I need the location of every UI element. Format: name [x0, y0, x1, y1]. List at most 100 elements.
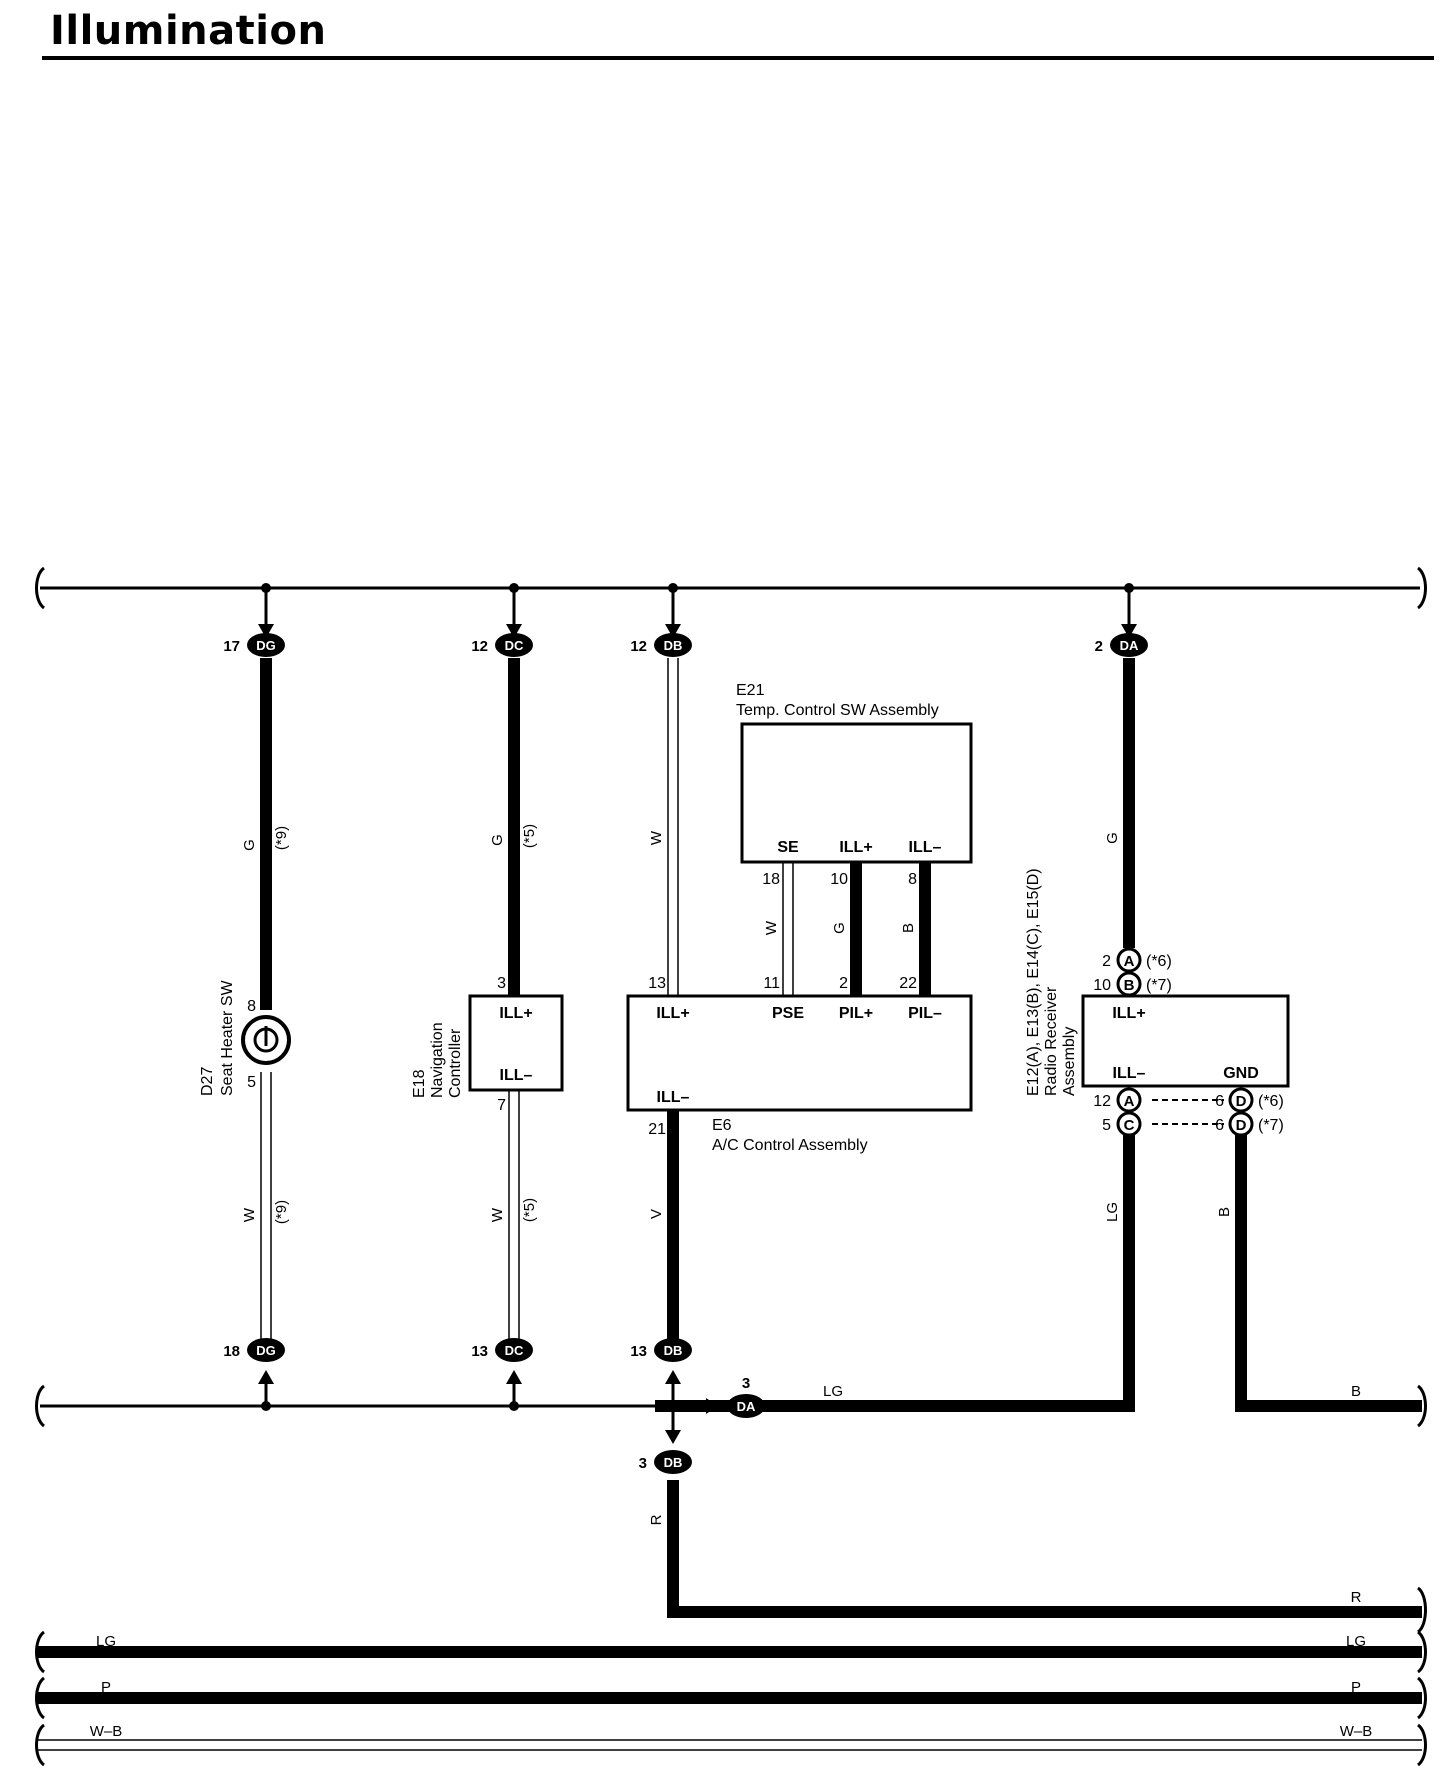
bus-p-label-right: P — [1351, 1679, 1361, 1696]
svg-text:D: D — [1236, 1093, 1247, 1110]
pin-d27-bottom: 5 — [247, 1074, 256, 1091]
e21-term-ill-plus: ILL+ — [839, 839, 872, 856]
note-d27-top: (*9) — [273, 826, 290, 850]
top-bus — [35, 566, 1427, 610]
radio-name-line1: Radio Receiver — [1043, 986, 1060, 1096]
svg-text:6: 6 — [1215, 1117, 1224, 1134]
wire-color-lg-horizontal: LG — [823, 1383, 843, 1400]
radio-connector-d-2: 6 D (*7) — [1215, 1111, 1284, 1137]
pin-e18-bottom: 7 — [497, 1097, 506, 1114]
bus-wb-label-right: W–B — [1340, 1723, 1373, 1740]
junction-dg-top: 17 DG — [223, 633, 285, 657]
svg-text:DB: DB — [664, 1343, 683, 1358]
svg-text:6: 6 — [1215, 1093, 1224, 1110]
svg-text:13: 13 — [471, 1343, 488, 1360]
wire-color-e21-ill-minus: B — [900, 923, 917, 933]
svg-text:18: 18 — [223, 1343, 240, 1360]
wire-color-e18-top: G — [489, 834, 506, 846]
radio-connector-d-1: 6 D (*6) — [1215, 1087, 1284, 1113]
e6-term-pse: PSE — [772, 1005, 804, 1022]
radio-box — [1081, 994, 1290, 1088]
pin-e6-ill-minus: 21 — [648, 1121, 666, 1138]
e6-term-ill-minus: ILL– — [657, 1089, 690, 1106]
bus-p-label-left: P — [101, 1679, 111, 1696]
wire-color-r-horizontal: R — [1351, 1589, 1362, 1606]
junction-da-middle: 3 DA — [706, 1375, 765, 1418]
svg-text:DA: DA — [737, 1399, 756, 1414]
pin-d27-top: 8 — [247, 998, 256, 1015]
wire-color-d27-top: G — [241, 839, 258, 851]
svg-text:A: A — [1124, 1093, 1135, 1110]
note-e18-top: (*5) — [521, 824, 538, 848]
svg-text:5: 5 — [1102, 1117, 1111, 1134]
pin-e6-pse: 11 — [763, 975, 780, 992]
radio-column — [655, 588, 1427, 1428]
pin-e18-top: 3 — [497, 975, 506, 992]
radio-connector-a-bottom: 12 A — [1093, 1087, 1142, 1113]
page-title: Illumination — [50, 8, 327, 54]
e21-box — [740, 722, 973, 864]
svg-text:3: 3 — [742, 1375, 750, 1392]
pin-e6-ill-plus: 13 — [648, 975, 666, 992]
svg-text:13: 13 — [630, 1343, 647, 1360]
wire-color-radio-gnd: B — [1216, 1207, 1233, 1217]
svg-text:A: A — [1124, 953, 1135, 970]
note-e18-bottom: (*5) — [521, 1198, 538, 1222]
svg-text:DG: DG — [256, 1343, 276, 1358]
bus-wb-label-left: W–B — [90, 1723, 123, 1740]
pin-e21-ill-minus: 8 — [908, 871, 917, 888]
wire-color-radio-top: G — [1104, 832, 1121, 844]
pin-e21-se: 18 — [762, 871, 780, 888]
svg-text:DC: DC — [505, 638, 524, 653]
wire-color-e6-top: W — [648, 830, 665, 845]
bottom-buses — [35, 1630, 1427, 1767]
svg-text:C: C — [1124, 1117, 1135, 1134]
radio-name-line2: Assembly — [1061, 1027, 1078, 1096]
svg-text:B: B — [1124, 977, 1135, 994]
junction-da-top: 2 DA — [1095, 633, 1148, 657]
junction-db-bottom: 13 DB — [630, 1338, 692, 1362]
svg-text:12: 12 — [630, 638, 647, 655]
e21-term-ill-minus: ILL– — [909, 839, 942, 856]
radio-connector-b-top: 10 B (*7) — [1093, 971, 1172, 997]
d27-name: Seat Heater SW — [219, 980, 236, 1097]
wire-color-d27-bottom: W — [241, 1207, 258, 1222]
e6-id: E6 — [712, 1117, 732, 1134]
e18-column — [468, 588, 564, 1406]
svg-text:DB: DB — [664, 638, 683, 653]
svg-text:(*6): (*6) — [1146, 953, 1172, 970]
wire-color-e6-bottom: V — [648, 1209, 665, 1219]
e21-term-se: SE — [777, 839, 799, 856]
svg-text:17: 17 — [223, 638, 240, 655]
svg-text:D: D — [1236, 1117, 1247, 1134]
svg-text:DG: DG — [256, 638, 276, 653]
svg-text:12: 12 — [1093, 1093, 1111, 1110]
e6-term-ill-plus: ILL+ — [656, 1005, 689, 1022]
radio-term-ill-plus: ILL+ — [1112, 1005, 1145, 1022]
e6-column — [626, 588, 1427, 1634]
e6-box — [626, 994, 973, 1112]
svg-text:(*7): (*7) — [1146, 977, 1172, 994]
junction-db-3: 3 DB — [639, 1450, 692, 1474]
radio-term-ill-minus: ILL– — [1113, 1065, 1146, 1082]
e18-box — [468, 994, 564, 1092]
radio-term-gnd: GND — [1223, 1065, 1259, 1082]
e6-name: A/C Control Assembly — [712, 1137, 868, 1154]
svg-text:DC: DC — [505, 1343, 524, 1358]
e18-name-line2: Controller — [447, 1028, 464, 1098]
radio-id: E12(A), E13(B), E14(C), E15(D) — [1025, 868, 1042, 1096]
svg-text:(*6): (*6) — [1258, 1093, 1284, 1110]
e21-assembly — [740, 722, 973, 996]
d27-column — [241, 588, 291, 1406]
e21-id: E21 — [736, 682, 765, 699]
svg-text:2: 2 — [1102, 953, 1111, 970]
wire-color-e18-bottom: W — [489, 1207, 506, 1222]
radio-connector-c-bottom: 5 C — [1102, 1111, 1142, 1137]
svg-text:3: 3 — [639, 1455, 647, 1472]
svg-text:DB: DB — [664, 1455, 683, 1470]
wire-color-radio-ill-minus: LG — [1104, 1202, 1121, 1222]
pin-e6-pil-plus: 2 — [839, 975, 848, 992]
middle-bus — [35, 1384, 678, 1428]
e18-term-ill-plus: ILL+ — [499, 1005, 532, 1022]
